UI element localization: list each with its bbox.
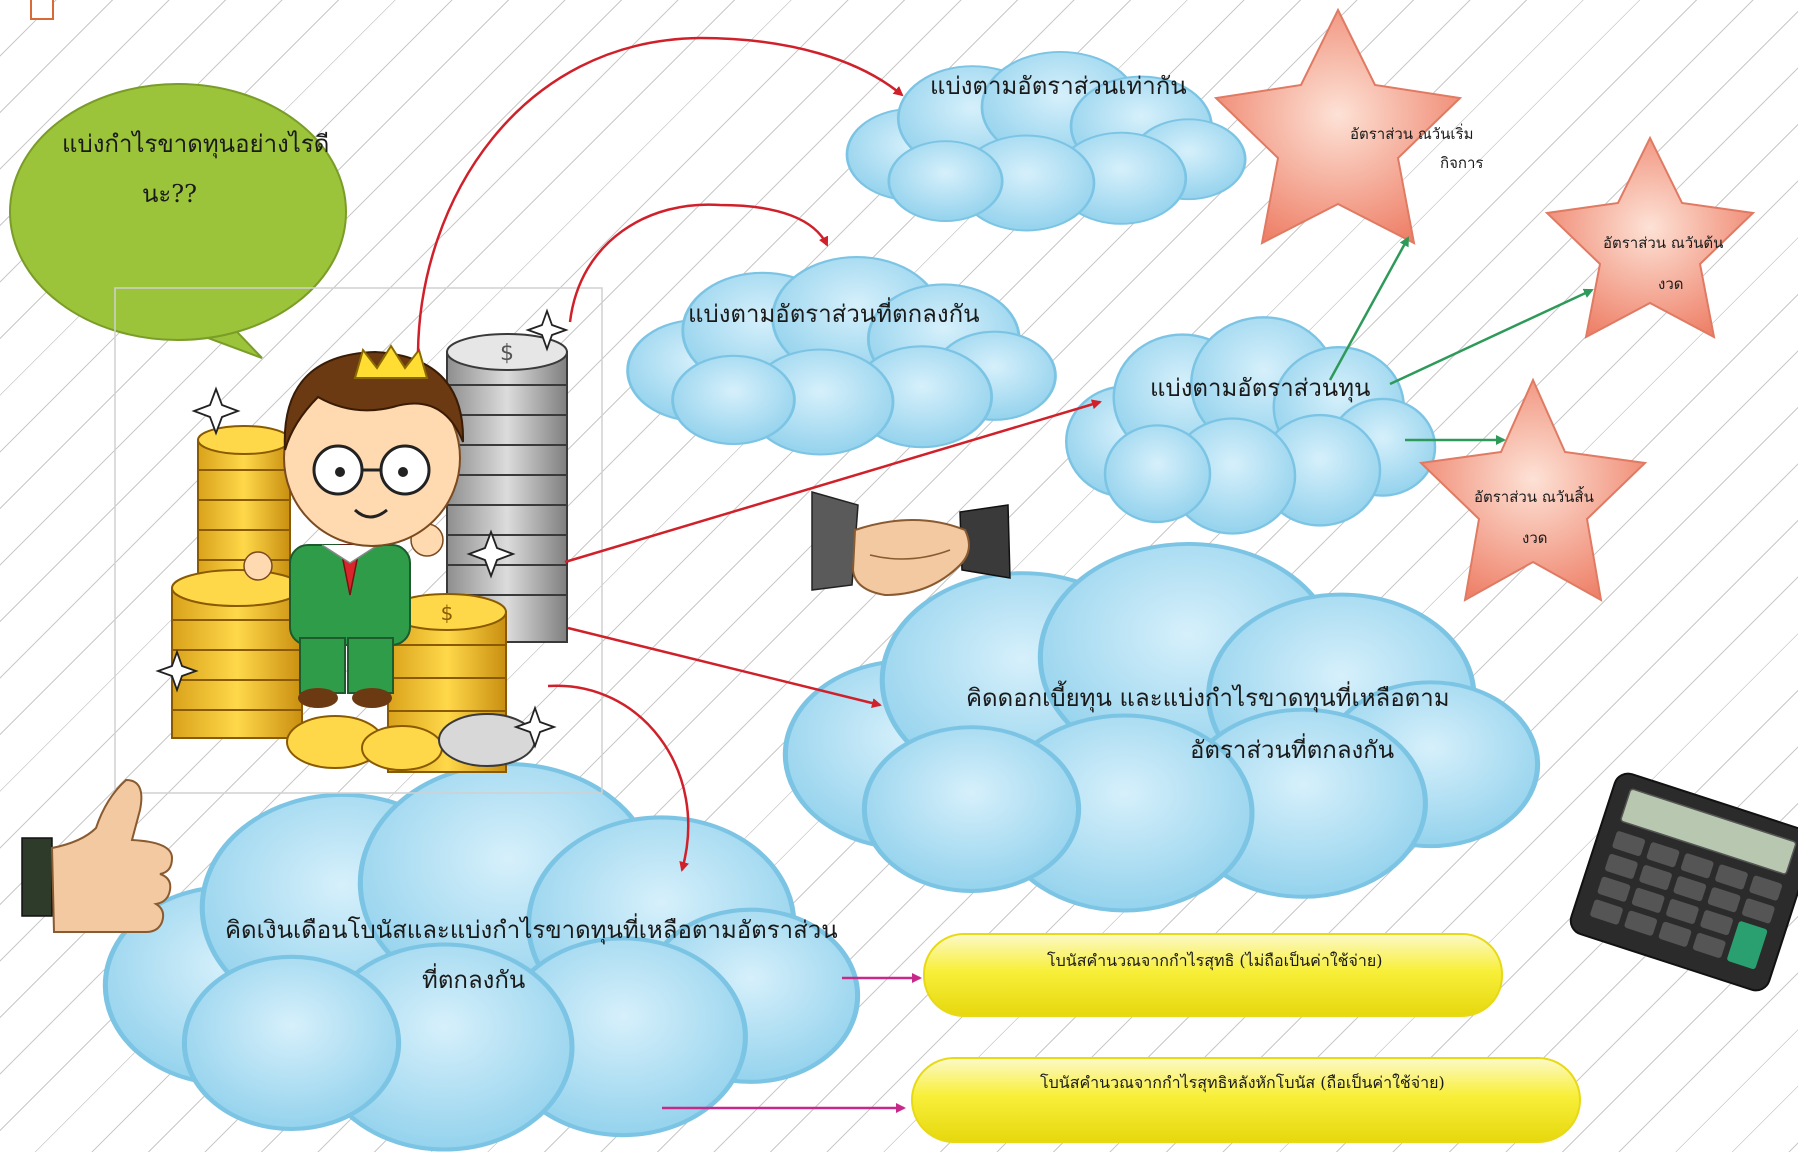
sparkle-icon — [155, 308, 569, 749]
cloud-salary-bonus — [105, 764, 857, 1149]
speech-bubble-line2: นะ?? — [142, 180, 198, 208]
pill-bonus-expense-label: โบนัสคำนวณจากกำไรสุทธิหลังหักโบนัส (ถือเ… — [1040, 1073, 1445, 1092]
cloud-capital-ratio-label: แบ่งตามอัตราส่วนทุน — [1150, 374, 1371, 402]
pill-bonus-not-expense-label: โบนัสคำนวณจากกำไรสุทธิ (ไม่ถือเป็นค่าใช้… — [1047, 951, 1383, 970]
cloud-capital-ratio — [1065, 316, 1437, 535]
silver-coin-stack: $ — [446, 333, 568, 643]
cloud-salary-bonus-line1: คิดเงินเดือนโบนัสและแบ่งกำไรขาดทุนที่เหล… — [225, 916, 838, 944]
star-beginning-line1: อัตราส่วน ณวันต้น — [1603, 234, 1724, 252]
star-beginning-line2: งวด — [1658, 275, 1684, 293]
arrow-to-capital-ratio — [564, 399, 1102, 564]
pill-bonus-expense — [911, 1057, 1581, 1143]
businessman-character — [243, 344, 465, 708]
star-start-line1: อัตราส่วน ณวันเริ่ม — [1350, 125, 1474, 143]
star-end-line2: งวด — [1522, 529, 1548, 547]
coin-stacks-illustration: $ $ — [155, 308, 569, 773]
gold-coin-stack — [171, 569, 303, 739]
svg-text:$: $ — [441, 601, 454, 625]
speech-bubble — [9, 83, 347, 359]
star-start-line2: กิจการ — [1440, 154, 1484, 172]
character-frame — [114, 287, 603, 794]
star-end-line1: อัตราส่วน ณวันสิ้น — [1474, 488, 1594, 506]
cloud-interest — [785, 544, 1537, 911]
calculator-icon — [1569, 772, 1798, 992]
star-start-of-business — [1213, 7, 1463, 245]
cloud-agreed-ratio-label: แบ่งตามอัตราส่วนที่ตกลงกัน — [688, 300, 980, 328]
cloud-interest-line2: อัตราส่วนที่ตกลงกัน — [1190, 736, 1395, 764]
speech-bubble-line1: แบ่งกำไรขาดทุนอย่างไรดี — [62, 130, 330, 158]
arrow-to-interest — [567, 626, 882, 708]
connector-arrows — [416, 36, 1594, 1113]
arrow-to-salary-bonus — [547, 684, 690, 872]
star-end-of-period — [1418, 377, 1648, 602]
svg-text:$: $ — [500, 341, 514, 366]
corner-marker — [30, 0, 54, 20]
cloud-salary-bonus-line2: ที่ตกลงกัน — [422, 966, 526, 994]
arrow-to-agreed-ratio — [568, 203, 829, 323]
coin-pile — [286, 713, 536, 771]
arrow-to-star-start — [1328, 236, 1410, 381]
cloud-agreed-ratio — [626, 255, 1057, 456]
handshake-icon — [811, 491, 1011, 597]
arrow-to-star-beginning — [1389, 288, 1594, 386]
cloud-equal-ratio-label: แบ่งตามอัตราส่วนเท่ากัน — [930, 72, 1187, 100]
star-beginning-of-period — [1544, 135, 1756, 339]
thumbs-up-icon — [21, 778, 174, 933]
arrow-to-equal-ratio — [416, 36, 904, 353]
pill-bonus-not-expense — [923, 933, 1503, 1017]
cloud-interest-line1: คิดดอกเบี้ยทุน และแบ่งกำไรขาดทุนที่เหลือ… — [966, 684, 1450, 712]
